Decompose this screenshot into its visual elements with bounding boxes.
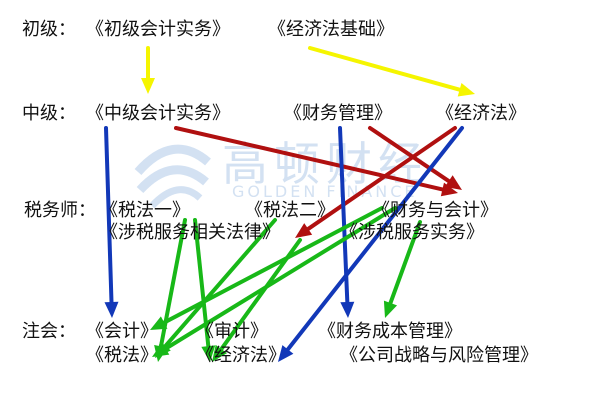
course-sheshui-xiangguan-falv: 《涉税服务相关法律》 [100,222,280,243]
arrowhead-green-14 [152,342,170,357]
course-caiwu-chengben-guanli: 《财务成本管理》 [318,321,462,342]
level-label-chuji: 初级： [22,19,76,40]
arrow-green-12 [162,206,384,325]
arrow-yellow-2 [308,46,462,92]
course-shenji: 《审计》 [196,321,268,342]
arrow-blue-6 [104,126,114,305]
arrow-red-5 [368,126,451,184]
arrow-green-15 [219,238,302,352]
arrow-red-4 [306,126,457,231]
arrowhead-blue-8 [278,345,294,362]
arrow-green-14 [163,206,397,351]
course-sheshui-fuwu-shiwu: 《涉税服务实务》 [340,222,484,243]
arrowhead-blue-7 [340,301,355,318]
course-jingjifa-zhuhui: 《经济法》 [196,345,286,366]
arrowhead-blue-6 [104,301,119,318]
arrowhead-red-3 [440,182,458,197]
course-shuifa-yi: 《税法一》 [100,200,190,221]
course-kuaiji: 《会计》 [86,321,158,342]
level-label-shuiwushi: 税务师： [24,200,96,221]
course-shuifa-er: 《税法二》 [245,200,335,221]
level-label-zhuhui: 注会： [22,321,76,342]
arrow-blue-8 [285,126,464,352]
arrowhead-yellow-1 [141,78,155,94]
arrowhead-green-12 [150,316,168,330]
arrow-green-11 [163,218,277,348]
watermark-logo-icon [134,144,211,209]
arrow-red-3 [174,126,445,192]
course-shuifa-zhuhui: 《税法》 [86,345,158,366]
level-label-zhongji: 中级： [22,103,76,124]
course-caiwu-yu-kuaiji: 《财务与会计》 [372,200,498,221]
course-jingjifa-zhongji: 《经济法》 [436,103,526,124]
arrowhead-red-4 [295,223,313,238]
course-gongsi-zhanlue: 《公司战略与风险管理》 [340,345,538,366]
arrowhead-green-10 [201,345,216,362]
course-caiwu-guanli: 《财务管理》 [284,103,392,124]
arrow-green-13 [388,220,422,305]
course-jingjifa-jichu: 《经济法基础》 [268,19,394,40]
arrowhead-green-15 [212,344,228,362]
arrowhead-green-13 [383,300,398,318]
course-chuji-kuaiji-shiwu: 《初级会计实务》 [86,19,230,40]
arrowhead-yellow-2 [457,82,475,97]
course-zhongji-kuaiji-shiwu: 《中级会计实务》 [86,103,230,124]
arrowhead-red-5 [444,175,462,190]
